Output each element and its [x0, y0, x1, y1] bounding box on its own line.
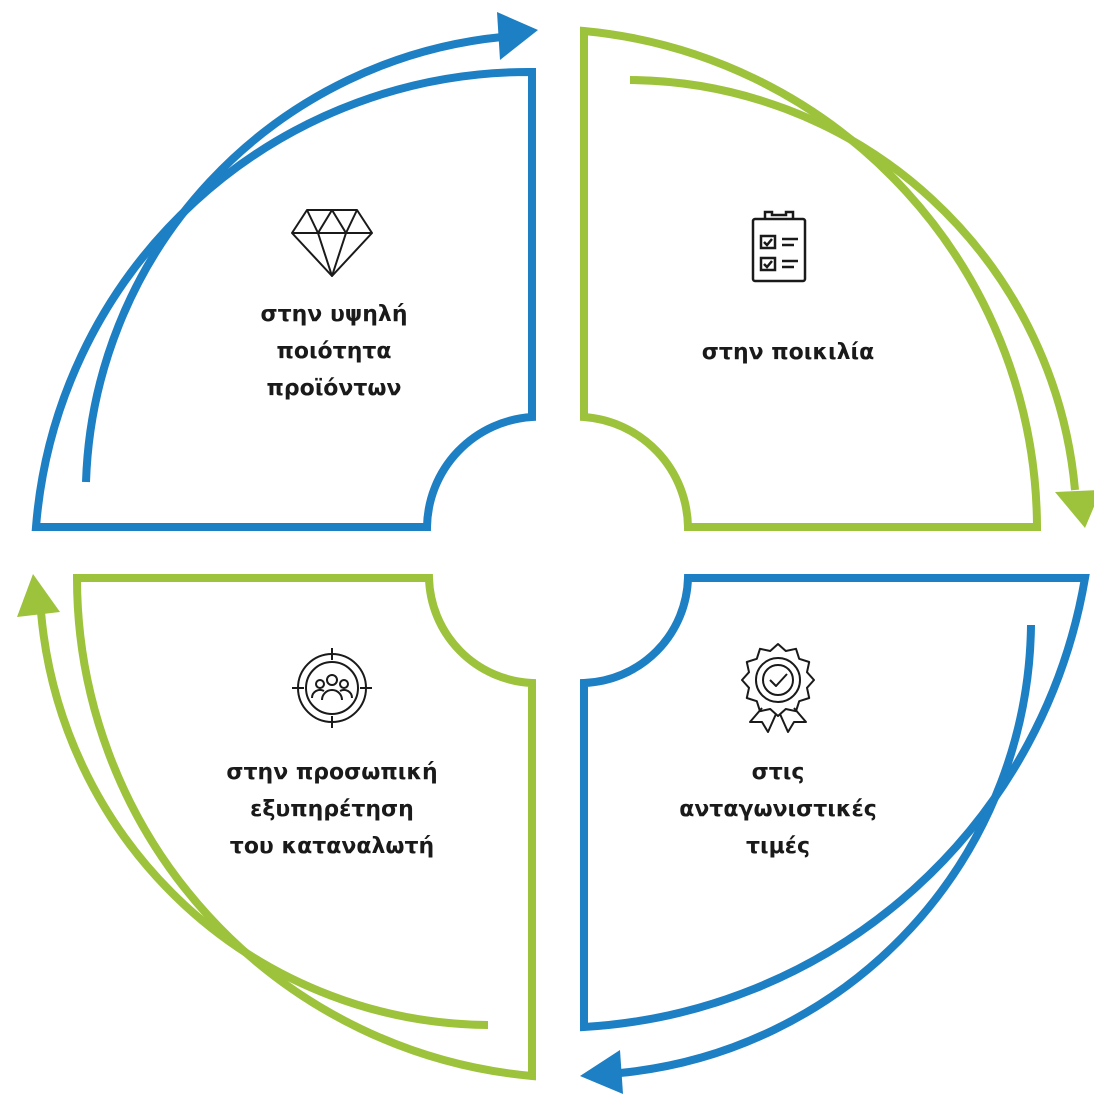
arrow-head-top-right [1055, 490, 1094, 528]
diamond-icon [291, 209, 373, 277]
arrow-head-bottom-right [580, 1050, 623, 1094]
target-people-icon [292, 648, 372, 728]
label-bottom-left: στην προσωπική εξυπηρέτηση του καταναλωτ… [226, 760, 438, 859]
arrow-top-right [629, 76, 1079, 491]
clipboard-checklist-icon [751, 210, 807, 283]
arrow-bottom-right [619, 624, 1035, 1077]
quadrant-top-left-outline [31, 67, 536, 531]
arrow-top-left [82, 33, 503, 483]
quadrant-bottom-right-outline [580, 574, 1090, 1032]
arrow-bottom-left [37, 611, 489, 1029]
arrow-head-top-left [497, 12, 538, 60]
quadrant-bottom-left-outline [72, 574, 536, 1081]
label-top-right: στην ποικιλία [701, 340, 875, 365]
quadrant-top-right-outline [580, 26, 1042, 531]
label-top-left: στην υψηλή ποιότητα προϊόντων [260, 302, 408, 401]
award-badge-icon [741, 643, 815, 733]
label-bottom-right: στις ανταγωνιστικές τιμές [679, 760, 877, 859]
arrow-head-bottom-left [17, 574, 60, 617]
